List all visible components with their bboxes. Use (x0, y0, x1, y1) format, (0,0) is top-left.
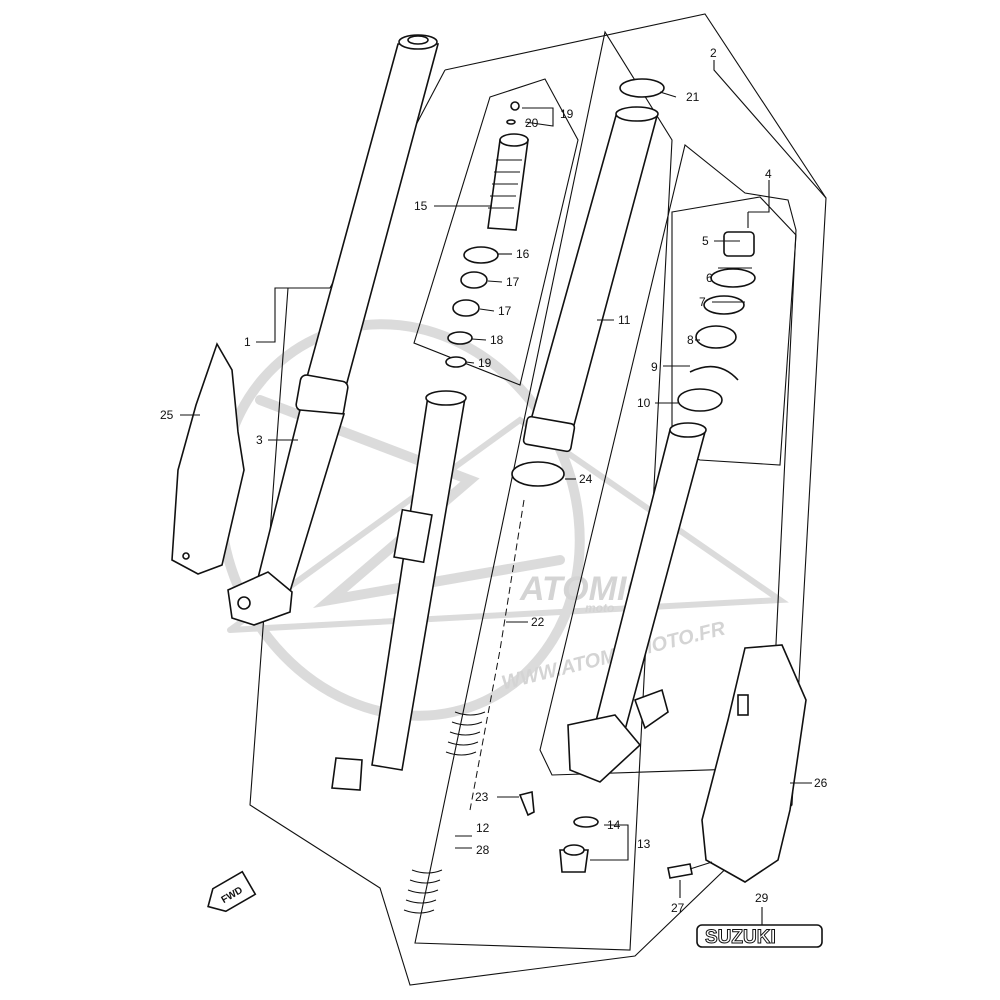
cartridge-15 (487, 133, 529, 231)
callout-13: 13 (637, 837, 651, 851)
callout-labels: 2 21 19 20 15 16 17 17 18 19 11 1 3 25 4… (160, 46, 828, 915)
callout-5: 5 (702, 234, 709, 248)
callout-19: 19 (478, 356, 492, 370)
suzuki-badge: SUZUKI (696, 924, 823, 949)
suzuki-label: SUZUKI (705, 927, 776, 948)
callout-24: 23 (475, 790, 489, 804)
spring-lower (403, 869, 443, 914)
ring-17a (460, 271, 488, 289)
ring-19 (445, 356, 467, 368)
callout-7: 7 (699, 295, 706, 309)
washer-14 (573, 816, 599, 828)
bolt-24 (518, 790, 535, 817)
callout-29: 28 (476, 843, 490, 857)
callout-20: 19 (560, 107, 574, 121)
callout-17a: 17 (506, 275, 520, 289)
callout-23: 22 (531, 615, 545, 629)
lower-inner-tube (567, 422, 707, 783)
ring-17b (452, 299, 480, 317)
callout-8: 8 (687, 333, 694, 347)
valve-13 (559, 844, 589, 873)
callout-21: 20 (525, 116, 539, 130)
callout-27: 26 (814, 776, 828, 790)
callout-26: 25 (160, 408, 174, 422)
callout-22: 21 (686, 90, 700, 104)
fork-guard-26 (171, 342, 245, 575)
callout-16: 16 (516, 247, 530, 261)
callout-10: 10 (637, 396, 651, 410)
leader-lines (180, 60, 827, 925)
spring-upper (445, 711, 486, 756)
fork-tube-11 (522, 106, 659, 453)
callout-25: 24 (579, 472, 593, 486)
callout-12: 12 (476, 821, 490, 835)
ring-18 (447, 331, 473, 345)
damper-rod (331, 390, 467, 791)
rod-23 (469, 499, 525, 811)
callout-3: 3 (256, 433, 263, 447)
screw-28 (667, 863, 693, 879)
ring-16 (463, 246, 499, 264)
callout-17b: 17 (498, 304, 512, 318)
bolt-20 (510, 101, 520, 111)
inner-frame-a (414, 30, 673, 951)
callout-2: 2 (710, 46, 717, 60)
callout-4: 4 (765, 167, 772, 181)
ring-22 (619, 78, 665, 98)
watermark-sub: moto (585, 601, 614, 615)
callout-9: 9 (651, 360, 658, 374)
fwd-badge: FWD (207, 870, 257, 913)
seal-kit (677, 231, 756, 412)
cartridge-box (413, 78, 579, 386)
callout-11: 11 (618, 313, 631, 327)
callout-30: 29 (755, 891, 769, 905)
fork-guard-27 (701, 644, 807, 883)
outer-tube (227, 34, 440, 626)
callout-6: 6 (706, 271, 713, 285)
callout-28: 27 (671, 901, 685, 915)
ring-25 (511, 461, 565, 487)
callout-15: 15 (414, 199, 428, 213)
callout-18: 18 (490, 333, 504, 347)
washer-21 (506, 119, 516, 125)
callout-1: 1 (244, 335, 251, 349)
callout-14: 14 (607, 818, 621, 832)
